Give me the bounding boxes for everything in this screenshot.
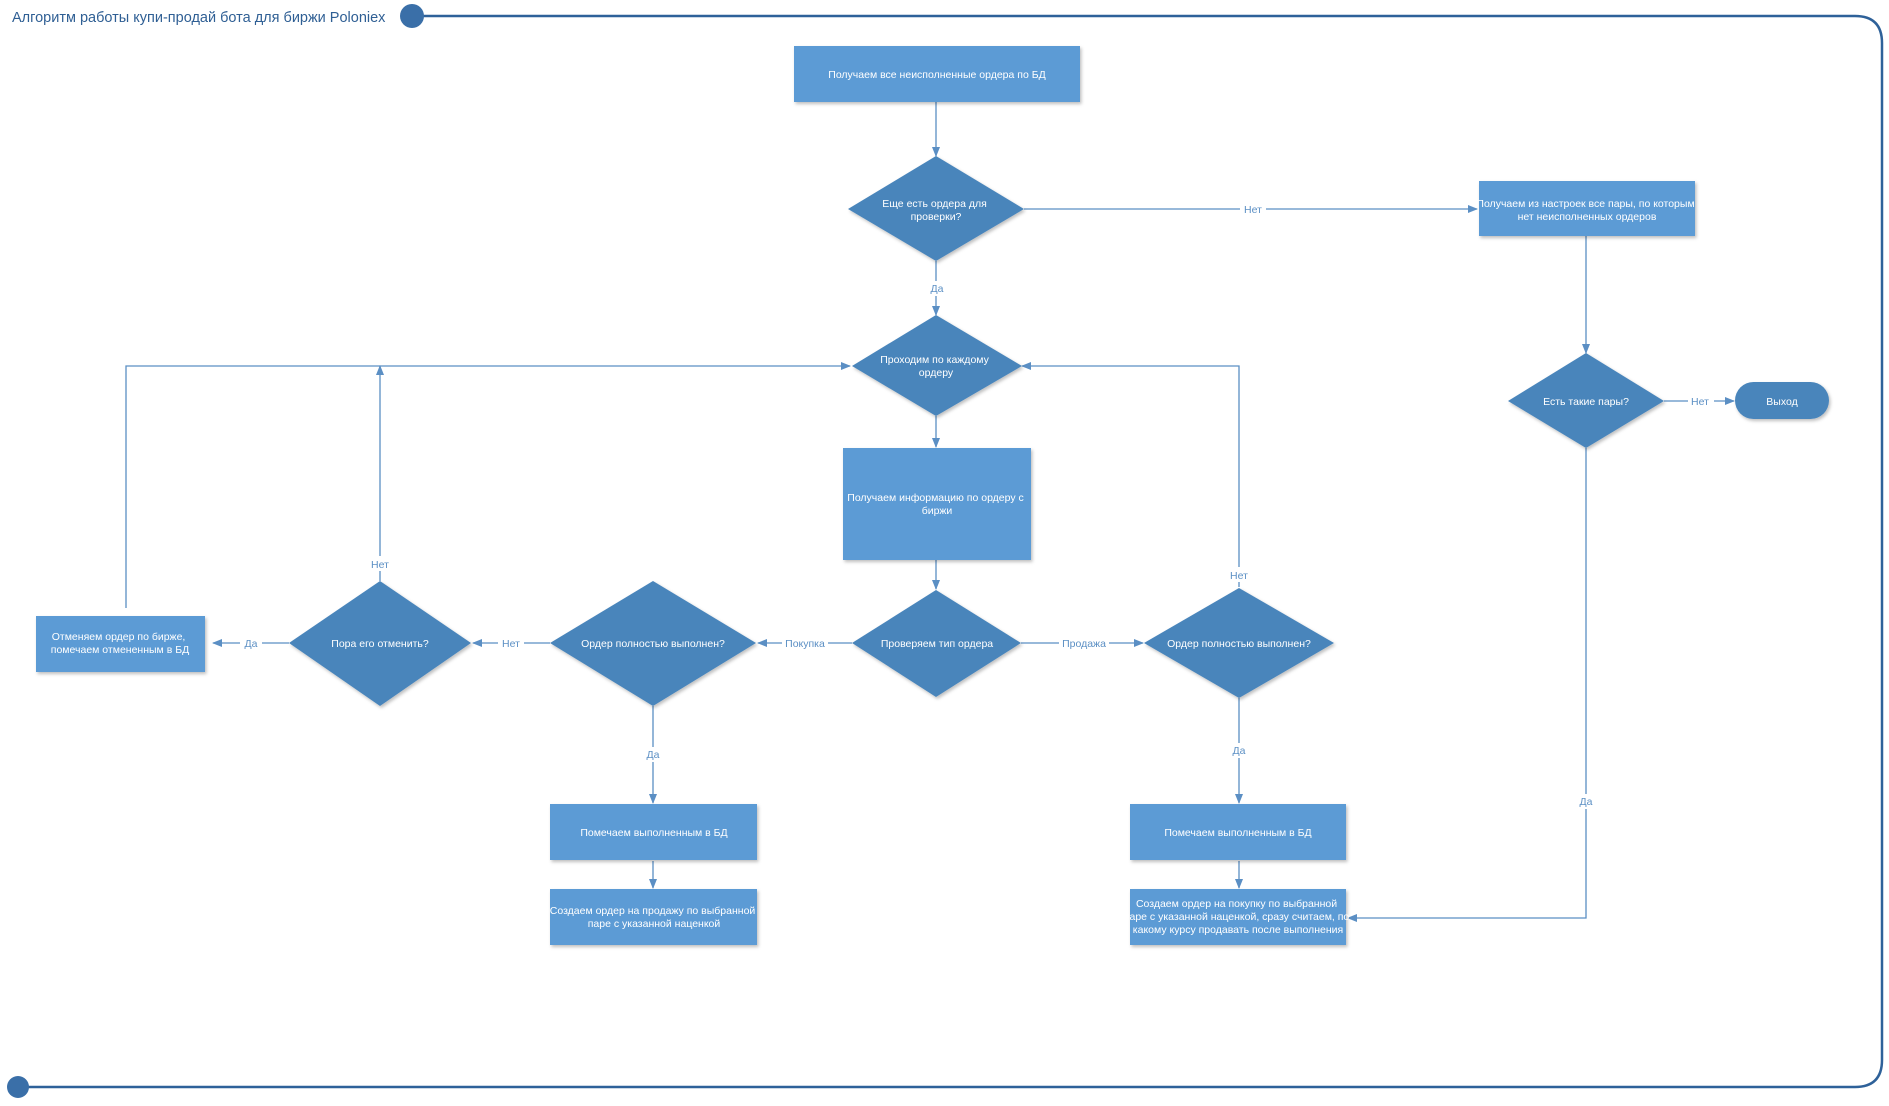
process-cancel-order-text: Отменяем ордер по бирже, помечаем отмене…: [51, 631, 189, 656]
frame-end-dot: [7, 1076, 29, 1098]
frame-start-dot: [400, 4, 424, 28]
label-type-sell: Продажа: [1062, 638, 1106, 650]
terminator-exit: Выход: [1735, 382, 1829, 419]
frame-line: [18, 14, 1884, 1089]
decision-each-order: Проходим по каждому ордеру: [852, 315, 1022, 416]
process-create-sell: Создаем ордер на продажу по выбранной па…: [550, 889, 758, 945]
decision-pairs-exist-text: Есть такие пары?: [1543, 396, 1629, 408]
page-frame: Алгоритм работы купи-продай бота для бир…: [7, 4, 1884, 1098]
edge-cancelled-back: [125, 362, 851, 608]
diagram-title: Алгоритм работы купи-продай бота для бир…: [12, 10, 386, 26]
label-cancel-yes: Да: [245, 638, 258, 650]
decision-buy-filled: Ордер полностью выполнен?: [550, 581, 756, 706]
process-get-info: Получаем информацию по ордеру с биржи: [843, 448, 1031, 560]
process-get-info-text: Получаем информацию по ордеру с биржи: [847, 492, 1026, 517]
nodes: Получаем все неисполненные ордера по БД …: [36, 46, 1829, 945]
label-type-buy: Покупка: [785, 638, 825, 650]
decision-pairs-exist: Есть такие пары?: [1508, 353, 1664, 448]
process-create-sell-text: Создаем ордер на продажу по выбранной па…: [550, 905, 758, 930]
process-get-orders-text: Получаем все неисполненные ордера по БД: [828, 69, 1045, 81]
decision-cancel-time: Пора его отменить?: [289, 581, 471, 706]
process-cancel-order: Отменяем ордер по бирже, помечаем отмене…: [36, 616, 205, 672]
decision-buy-filled-text: Ордер полностью выполнен?: [581, 638, 725, 650]
decision-sell-filled-text: Ордер полностью выполнен?: [1167, 638, 1311, 650]
process-create-buy-text: Создаем ордер на покупку по выбранной па…: [1124, 898, 1352, 936]
process-mark-done-buy: Помечаем выполненным в БД: [550, 804, 757, 860]
label-pairs-no: Нет: [1691, 396, 1709, 408]
process-create-buy: Создаем ордер на покупку по выбранной па…: [1124, 889, 1352, 945]
decision-more-orders-text: Еще есть ордера для проверки?: [882, 198, 989, 223]
label-cancel-no: Нет: [371, 559, 389, 571]
label-buyfilled-yes: Да: [647, 749, 660, 761]
label-buyfilled-no: Нет: [502, 638, 520, 650]
process-mark-done-sell: Помечаем выполненным в БД: [1130, 804, 1346, 860]
process-mark-done-sell-text: Помечаем выполненным в БД: [1164, 827, 1311, 839]
terminator-exit-text: Выход: [1766, 396, 1797, 408]
label-pairs-yes: Да: [1580, 796, 1593, 808]
decision-each-order-text: Проходим по каждому ордеру: [880, 354, 992, 379]
decision-sell-filled: Ордер полностью выполнен?: [1144, 588, 1334, 698]
decision-cancel-time-text: Пора его отменить?: [331, 638, 429, 650]
decision-check-type: Проверяем тип ордера: [852, 590, 1021, 697]
process-get-pairs: Получаем из настроек все пары, по которы…: [1476, 181, 1697, 236]
label-more-yes: Да: [931, 283, 944, 295]
label-sellfilled-yes: Да: [1233, 745, 1246, 757]
process-mark-done-buy-text: Помечаем выполненным в БД: [580, 827, 727, 839]
label-sellfilled-no: Нет: [1230, 570, 1248, 582]
edge-sellfilled-no: [1021, 362, 1240, 587]
decision-more-orders: Еще есть ордера для проверки?: [848, 156, 1024, 261]
process-get-pairs-text: Получаем из настроек все пары, по которы…: [1476, 198, 1697, 223]
decision-check-type-text: Проверяем тип ордера: [881, 638, 993, 650]
edge-labels: Нет Да Нет Да Покупка Продажа Нет Да Да …: [240, 201, 1714, 809]
process-get-orders: Получаем все неисполненные ордера по БД: [794, 46, 1080, 102]
label-more-no: Нет: [1244, 204, 1262, 216]
edge-pairs-yes: [1347, 448, 1587, 922]
